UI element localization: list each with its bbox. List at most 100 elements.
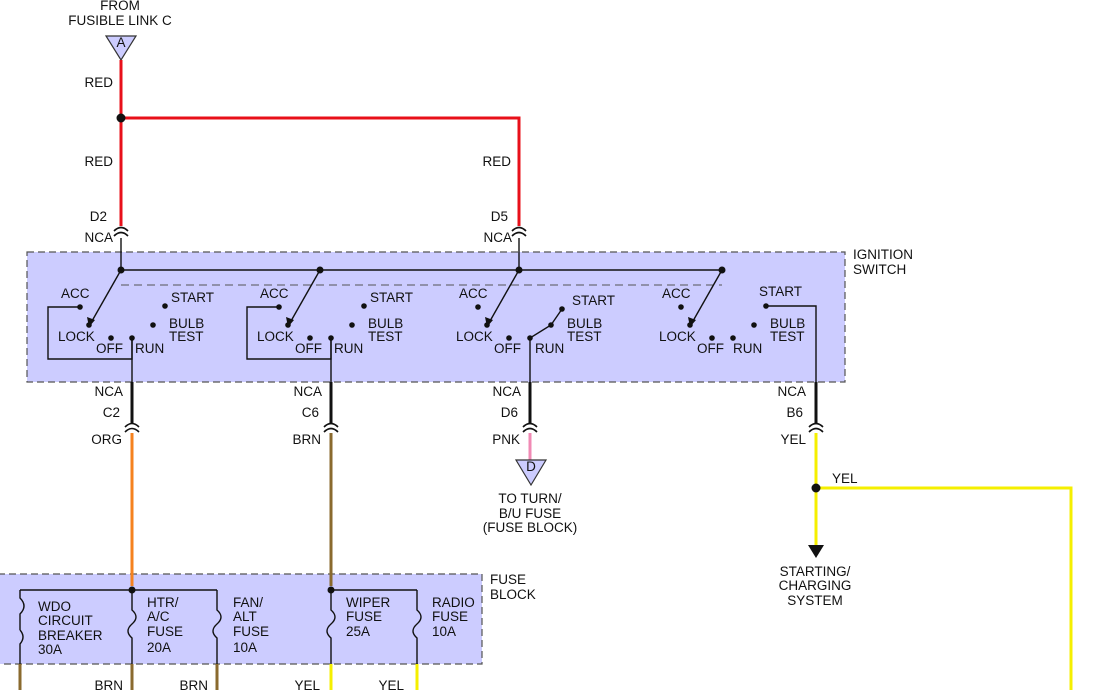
wire-color-yel-a: YEL bbox=[780, 432, 806, 447]
pin-c6-label: C6 bbox=[302, 405, 319, 420]
pin-c2-label: C2 bbox=[103, 405, 120, 420]
test-label: TEST bbox=[368, 329, 403, 344]
source-label-line1: FROM bbox=[100, 0, 140, 13]
pin-c6-code: NCA bbox=[293, 384, 322, 399]
output-connector-d6: NCA D6 PNK bbox=[492, 382, 538, 447]
fuse-radio: RADIO FUSE 10A bbox=[412, 590, 475, 664]
fuse-line: FUSE bbox=[233, 624, 269, 639]
switch-section-1: ACC START BULB TEST LOCK OFF RUN bbox=[47, 269, 214, 382]
starting-line2: CHARGING bbox=[779, 578, 852, 593]
bottom-wire-color-1: BRN bbox=[94, 678, 123, 690]
run-label: RUN bbox=[334, 341, 363, 356]
turn-fuse-line3: (FUSE BLOCK) bbox=[483, 520, 578, 535]
starting-line1: STARTING/ bbox=[780, 564, 851, 579]
bottom-wire-color-2: BRN bbox=[179, 678, 208, 690]
bulb-label: BULB bbox=[368, 316, 403, 331]
bottom-wire-color-3: YEL bbox=[294, 678, 320, 690]
fuse-line: WDO bbox=[38, 599, 71, 614]
pin-b6-code: NCA bbox=[777, 384, 806, 399]
wire-color-org: ORG bbox=[91, 432, 122, 447]
lock-label: LOCK bbox=[58, 329, 95, 344]
fuse-line: HTR/ bbox=[147, 595, 179, 610]
fuse-line: ALT bbox=[233, 609, 257, 624]
off-label: OFF bbox=[697, 341, 724, 356]
switch-section-4: ACC START BULB TEST LOCK OFF RUN bbox=[659, 269, 817, 382]
yellow-wire-branch bbox=[816, 486, 1073, 690]
wire-color-brn: BRN bbox=[292, 432, 321, 447]
acc-label: ACC bbox=[260, 286, 289, 301]
pin-c2-code: NCA bbox=[94, 384, 123, 399]
bottom-wire-color-4: YEL bbox=[378, 678, 404, 690]
fuse-line: WIPER bbox=[346, 595, 391, 610]
test-label: TEST bbox=[169, 329, 204, 344]
bulb-label: BULB bbox=[770, 316, 805, 331]
start-label: START bbox=[171, 290, 214, 305]
pin-d2-code: NCA bbox=[84, 230, 113, 245]
fuse-line: FUSE bbox=[432, 609, 468, 624]
bulb-label: BULB bbox=[169, 316, 204, 331]
connector-d-triangle bbox=[514, 459, 548, 487]
fuse-line: 10A bbox=[233, 640, 257, 655]
output-connector-c2: NCA C2 ORG bbox=[91, 382, 140, 447]
red-wire-branch bbox=[121, 116, 521, 226]
connector-d2-symbol bbox=[113, 226, 129, 237]
connector-d5-symbol bbox=[511, 226, 527, 237]
pin-d6-label: D6 bbox=[501, 405, 518, 420]
wire-color-pnk: PNK bbox=[492, 432, 520, 447]
pin-d2-label: D2 bbox=[90, 209, 107, 224]
off-label: OFF bbox=[494, 341, 521, 356]
start-label: START bbox=[370, 290, 413, 305]
wire-color-red-a: RED bbox=[84, 75, 113, 90]
input-stub-wires bbox=[120, 238, 520, 270]
pin-d6-code: NCA bbox=[492, 384, 521, 399]
run-label: RUN bbox=[535, 341, 564, 356]
start-label: START bbox=[572, 293, 615, 308]
fuse-line: FUSE bbox=[147, 624, 183, 639]
run-label: RUN bbox=[733, 341, 762, 356]
splice-dot-yellow bbox=[811, 483, 821, 493]
connector-d-label: D bbox=[526, 459, 536, 474]
arrow-down-icon bbox=[808, 545, 824, 558]
wire-color-red-c: RED bbox=[482, 154, 511, 169]
pin-d5-label: D5 bbox=[491, 209, 508, 224]
acc-label: ACC bbox=[662, 286, 691, 301]
starting-line3: SYSTEM bbox=[787, 593, 843, 608]
off-label: OFF bbox=[96, 341, 123, 356]
fuse-block-title-line1: FUSE bbox=[490, 572, 526, 587]
bulb-label: BULB bbox=[567, 316, 602, 331]
fuse-line: CIRCUIT bbox=[38, 613, 93, 628]
fuse-wiper: WIPER FUSE 25A bbox=[326, 590, 391, 664]
fuse-line: FUSE bbox=[346, 609, 382, 624]
splice-dot-red bbox=[116, 113, 126, 123]
fuse-line: 25A bbox=[346, 624, 370, 639]
acc-label: ACC bbox=[459, 286, 488, 301]
lock-label: LOCK bbox=[659, 329, 696, 344]
connector-a-triangle bbox=[104, 35, 138, 62]
output-connector-b6: NCA B6 YEL bbox=[777, 382, 824, 447]
pin-d5-code: NCA bbox=[483, 230, 512, 245]
fuse-line: RADIO bbox=[432, 595, 475, 610]
fuse-line: 20A bbox=[147, 640, 171, 655]
connector-a-label: A bbox=[116, 35, 125, 50]
fuse-line: FAN/ bbox=[233, 595, 263, 610]
source-label-line2: FUSIBLE LINK C bbox=[68, 13, 172, 28]
acc-label: ACC bbox=[61, 286, 90, 301]
fuse-htr-ac: HTR/ A/C FUSE 20A bbox=[127, 590, 183, 664]
fuse-line: 10A bbox=[432, 624, 456, 639]
off-label: OFF bbox=[295, 341, 322, 356]
lock-label: LOCK bbox=[257, 329, 294, 344]
ignition-switch-title-line2: SWITCH bbox=[853, 262, 906, 277]
turn-fuse-line1: TO TURN/ bbox=[498, 491, 562, 506]
output-connector-c6: NCA C6 BRN bbox=[292, 382, 339, 447]
pin-b6-label: B6 bbox=[786, 405, 803, 420]
lock-label: LOCK bbox=[456, 329, 493, 344]
start-label: START bbox=[759, 284, 802, 299]
fuse-wdo-circuit-breaker: WDO CIRCUIT BREAKER 30A bbox=[19, 590, 103, 664]
ignition-switch-title-line1: IGNITION bbox=[853, 247, 913, 262]
wire-color-yel-b: YEL bbox=[832, 471, 858, 486]
fuse-line: A/C bbox=[147, 609, 170, 624]
wire-color-red-b: RED bbox=[84, 154, 113, 169]
test-label: TEST bbox=[770, 329, 805, 344]
switch-section-3: ACC START BULB TEST LOCK OFF RUN bbox=[456, 269, 615, 382]
